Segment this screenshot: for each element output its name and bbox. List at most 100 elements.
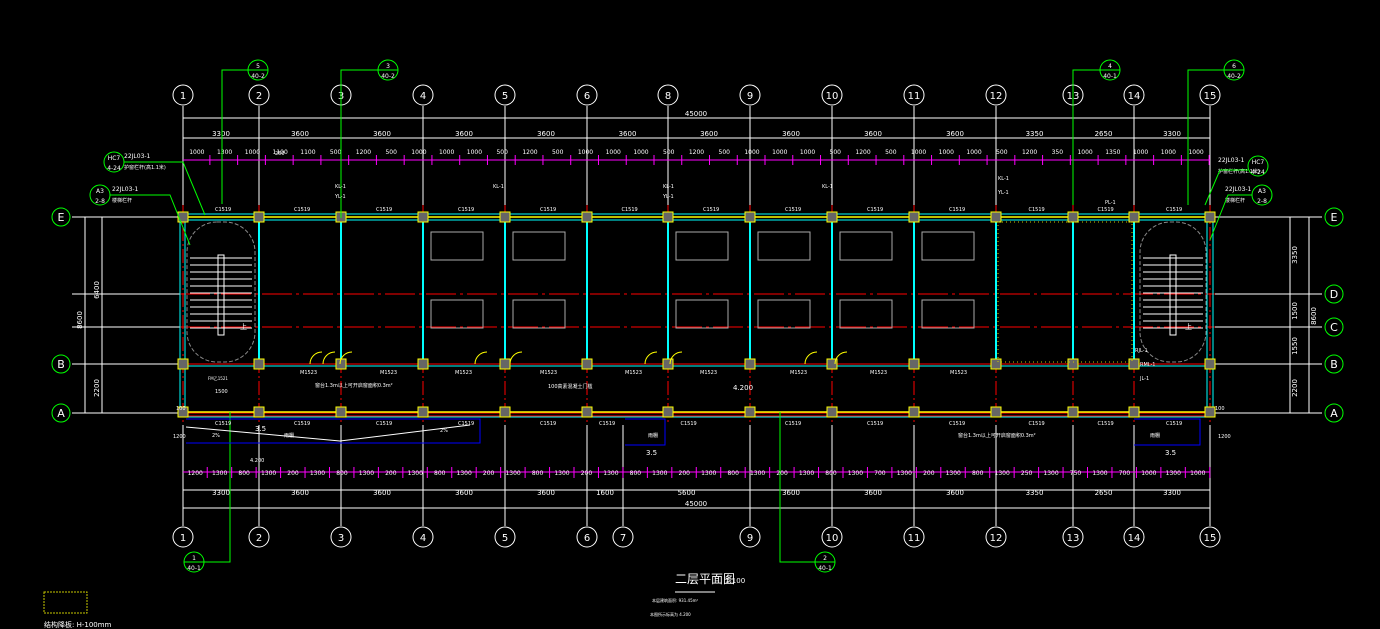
detail-dimension-top: 1100 (300, 149, 315, 156)
beam-label-yl1: YL-1 (662, 194, 674, 200)
span-dimension-bottom: 3600 (864, 489, 882, 497)
window-tag: C1519 (458, 207, 474, 213)
detail-dimension-bottom: 1300 (848, 470, 863, 477)
window-tag: C1519 (1166, 207, 1182, 213)
window-tag: C1519 (294, 207, 310, 213)
detail-dimension-bottom: 800 (727, 470, 739, 477)
furniture (430, 299, 484, 329)
span-dimension-bottom: 3600 (455, 489, 473, 497)
column (177, 406, 189, 418)
detail-right-a3-code: A3 (1258, 188, 1266, 195)
canopy-outline (1134, 418, 1201, 446)
column (499, 211, 511, 223)
detail-dimension-bottom: 1300 (457, 470, 472, 477)
window-tag: C1519 (215, 207, 231, 213)
detail-dimension-bottom: 800 (825, 470, 837, 477)
span-dimension-bottom: 3600 (291, 489, 309, 497)
door-swing (339, 351, 353, 365)
axis-bubble (172, 526, 194, 548)
axis-bubble (172, 84, 194, 106)
beam-label-rjl1: RJL-1 (1135, 348, 1148, 354)
column (1128, 211, 1140, 223)
door-swing (834, 351, 848, 365)
furniture (512, 231, 566, 261)
column (253, 358, 265, 370)
detail-dimension-top: 1350 (1105, 149, 1120, 156)
detail-dimension-bottom: 800 (336, 470, 348, 477)
detail-dimension-bottom: 700 (874, 470, 886, 477)
stair-up-label: 上 (1185, 322, 1192, 331)
span-dimension-top: 3600 (619, 130, 637, 138)
axis-label-bottom: 13 (1067, 533, 1080, 544)
axis-label-bottom: 5 (502, 533, 508, 544)
window-tag: C1519 (540, 207, 556, 213)
detail-dimension-top: 500 (385, 149, 397, 156)
detail-dimension-bottom: 1300 (261, 470, 276, 477)
detail-dimension-top: 1000 (744, 149, 759, 156)
axis-label-bottom: 10 (826, 533, 839, 544)
detail-right-hc7-bubble (1247, 155, 1269, 177)
axis-label-bottom: 6 (584, 533, 590, 544)
detail-dimension-bottom: 1300 (799, 470, 814, 477)
detail-dimension-bottom: 200 (385, 470, 397, 477)
beam-label-kl1: KL-1 (663, 184, 674, 190)
axis-bubble-right (1324, 403, 1344, 423)
axis-bubble (412, 84, 434, 106)
axis-bubble (1123, 526, 1145, 548)
stair-outline (1139, 221, 1207, 363)
window-tag: C1519 (867, 207, 883, 213)
detail-right-hc7-code: HC7 (1252, 159, 1265, 166)
axis-label-bottom: 9 (747, 533, 753, 544)
door-swing (804, 351, 818, 365)
span-dimension-top: 3600 (782, 130, 800, 138)
detail-dimension-top: 1000 (245, 149, 260, 156)
span-dimension-bottom: 3600 (782, 489, 800, 497)
detail-right-hc7-ref: 22JL03-1 (1218, 157, 1245, 164)
axis-bubble-left (51, 207, 71, 227)
detail-right-a3-page: 2-8 (1257, 198, 1267, 205)
door-swing (644, 351, 658, 365)
detail-leader (1204, 169, 1248, 206)
furniture (921, 299, 975, 329)
span-dimension-top: 3600 (537, 130, 555, 138)
axis-label-bottom: 4 (420, 533, 426, 544)
slope-pct: 2% (440, 428, 448, 434)
axis-bubble (248, 526, 270, 548)
detail-dimension-top: 500 (330, 149, 342, 156)
axis-label-bottom: 1 (180, 533, 186, 544)
detail-left-hc7-page: 4-24 (107, 165, 121, 172)
beam-label-kl1: KL-1 (822, 184, 833, 190)
window-tag: C1519 (949, 207, 965, 213)
dim-right-ba: 2200 (1291, 379, 1299, 397)
canopy-outline (186, 418, 481, 444)
callout-number: 4 (1108, 63, 1112, 70)
axis-bubble (903, 84, 925, 106)
callout-number: 2 (823, 555, 827, 562)
detail-dimension-bottom: 200 (776, 470, 788, 477)
axis-bubble-right (1324, 284, 1344, 304)
axis-label-bottom: 7 (620, 533, 626, 544)
span-dimension-bottom: 3300 (212, 489, 230, 497)
window-tag: C1519 (215, 421, 231, 427)
total-dimension-top: 45000 (685, 110, 707, 118)
dim-100: 100 (1215, 406, 1225, 412)
detail-dimension-bottom: 200 (923, 470, 935, 477)
callout-sheet: 40-1 (1103, 73, 1117, 80)
detail-dimension-bottom: 1300 (1092, 470, 1107, 477)
detail-dimension-bottom: 1300 (408, 470, 423, 477)
span-dimension-top: 3350 (1026, 130, 1044, 138)
axis-label-top: 14 (1128, 91, 1141, 102)
canopy-outline (625, 418, 666, 446)
callout-number: 6 (1232, 63, 1236, 70)
beam-label-rml1: RML-1 (1140, 362, 1155, 368)
door-tag: M1523 (870, 370, 887, 376)
dim-right-dc: 1500 (1291, 302, 1299, 320)
axis-label-top: 15 (1204, 91, 1217, 102)
detail-dimension-top: 1000 (1077, 149, 1092, 156)
window-note-right: 窗台1.3m以上可开启窗面积0.3m² (958, 432, 1036, 439)
axis-bubble (985, 84, 1007, 106)
span-dimension-bottom: 2650 (1095, 489, 1113, 497)
detail-dimension-top: 1000 (633, 149, 648, 156)
detail-dimension-top: 1200 (356, 149, 371, 156)
span-dimension-bottom: 1600 (596, 489, 614, 497)
